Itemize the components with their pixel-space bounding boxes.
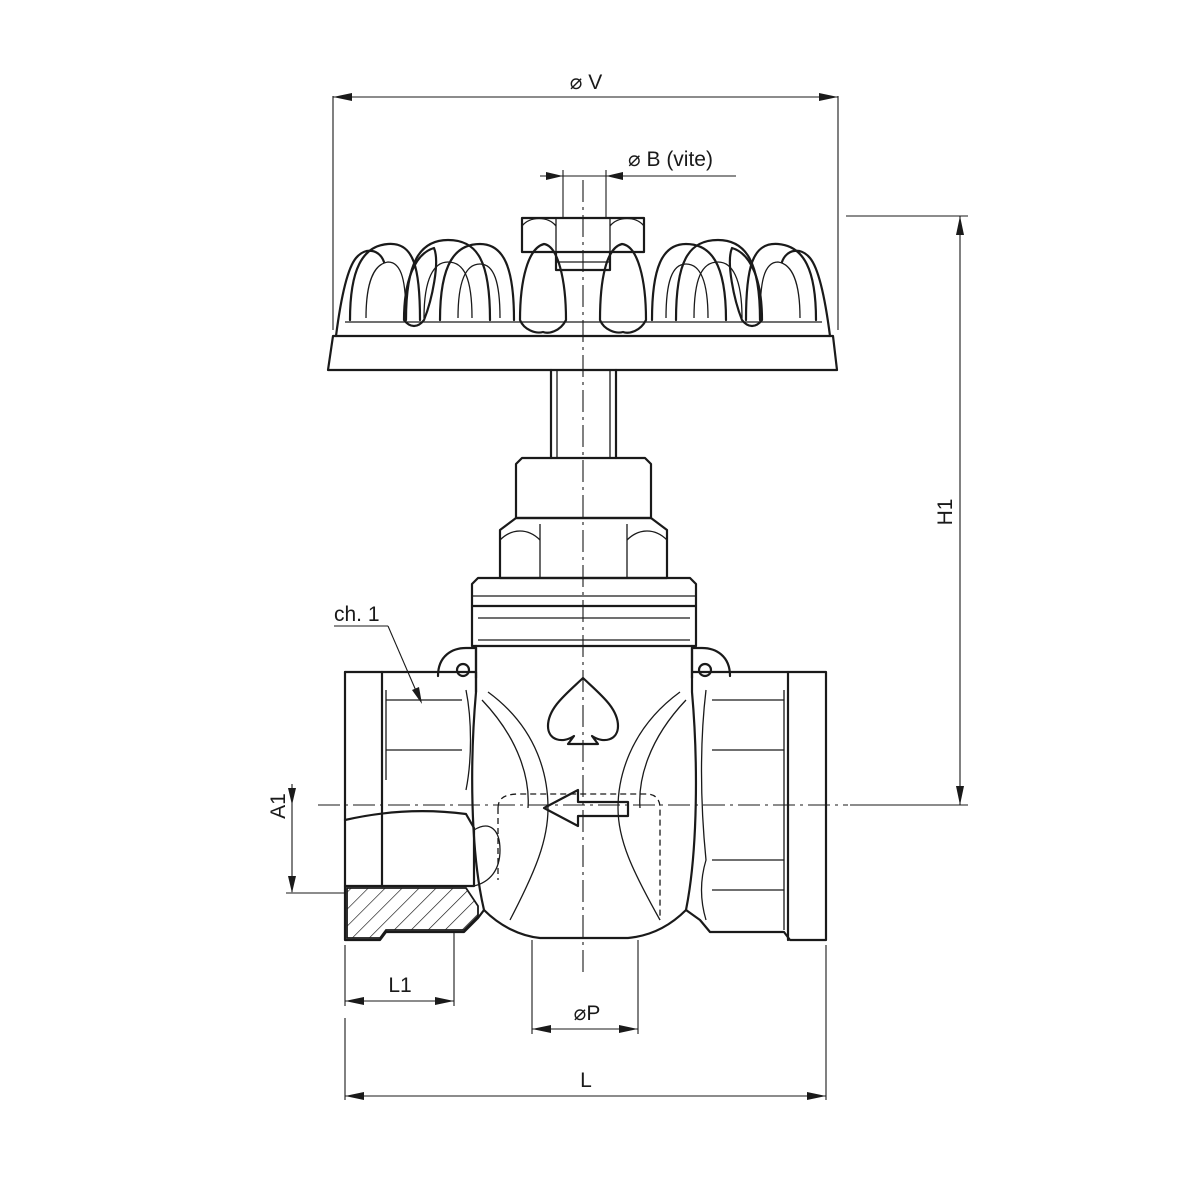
label-diameter-b: ⌀ B (vite) (628, 148, 713, 171)
label-diameter-p: ⌀P (574, 1002, 601, 1025)
label-diameter-v: ⌀ V (570, 71, 602, 94)
center-lines (318, 180, 848, 972)
label-l1: L1 (388, 974, 411, 997)
dimensions (286, 93, 968, 1100)
label-ch1: ch. 1 (334, 603, 380, 626)
dimension-labels: ⌀ V ⌀ B (vite) H1 ch. 1 A1 L1 ⌀P L (267, 71, 957, 1092)
label-h1: H1 (934, 499, 957, 526)
bonnet (470, 576, 698, 648)
valve-body (343, 644, 828, 942)
handwheel (326, 216, 839, 372)
label-a1: A1 (267, 793, 290, 819)
stem (549, 368, 618, 460)
label-l: L (580, 1069, 592, 1092)
